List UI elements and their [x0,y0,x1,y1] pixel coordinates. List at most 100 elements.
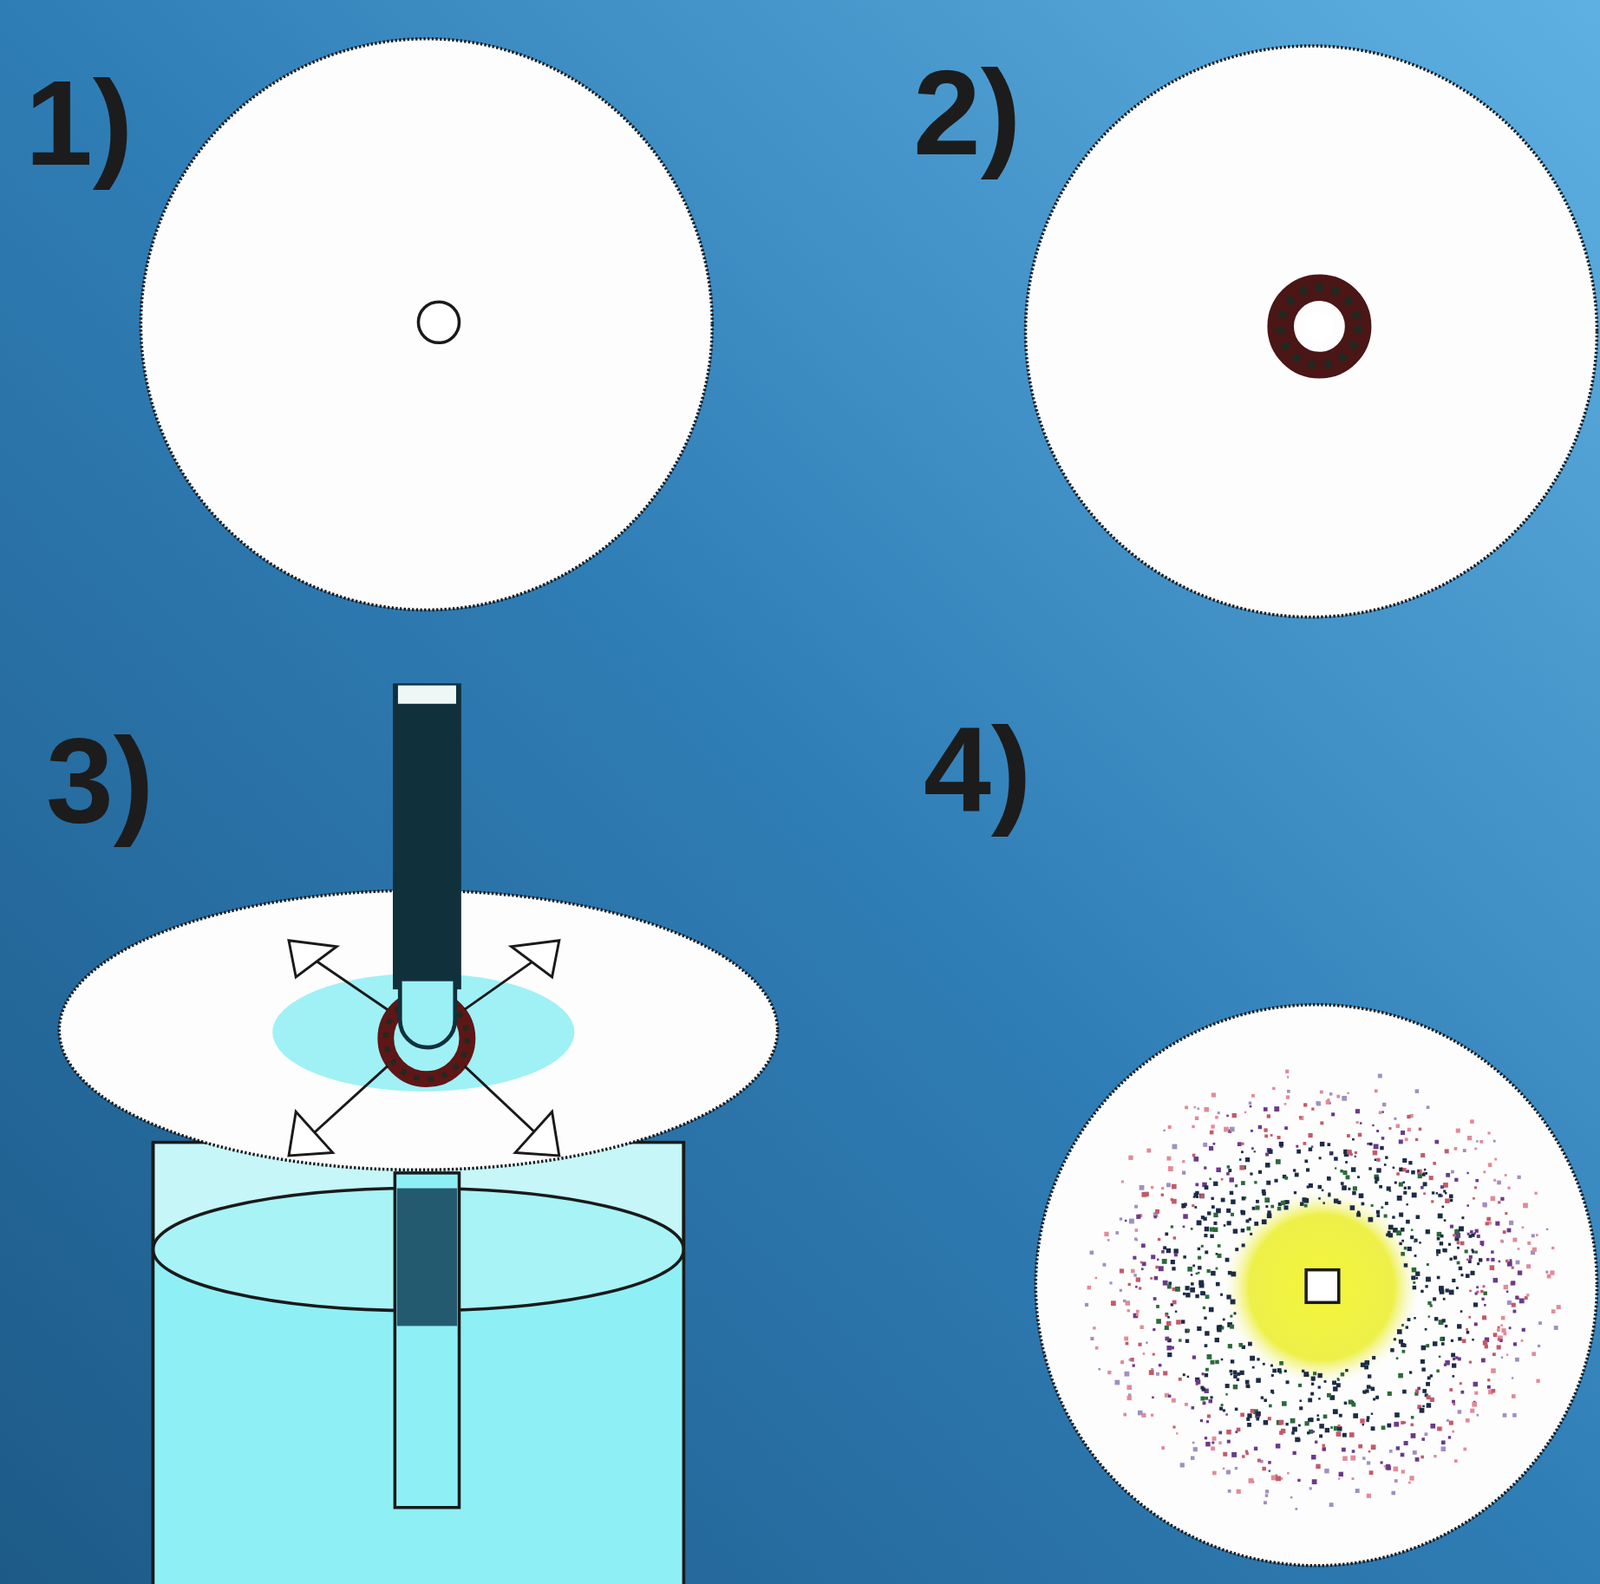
dye-speck [1187,1329,1190,1333]
dye-speck [1210,1124,1215,1129]
dye-speck [1476,1234,1481,1239]
dye-speck [1270,1134,1274,1137]
dye-speck [1150,1254,1156,1260]
dye-speck [1164,1232,1169,1236]
dye-speck [1296,1149,1301,1155]
dye-speck [1379,1146,1384,1150]
dye-speck [1420,1186,1424,1190]
dye-speck [1205,1368,1209,1372]
dye-speck [1184,1329,1189,1334]
dye-speck [1124,1220,1127,1222]
dye-speck [1482,1340,1489,1346]
dye-speck [1535,1379,1540,1384]
dye-speck [1315,1464,1320,1470]
dye-speck [1507,1300,1512,1306]
dye-speck [1132,1364,1136,1367]
dye-speck [1229,1315,1233,1319]
dye-speck [1396,1230,1402,1236]
dye-speck [1297,1479,1300,1483]
dye-speck [1462,1338,1467,1344]
dye-speck [1234,1430,1238,1434]
dye-speck [1286,1095,1290,1099]
dye-speck [1374,1176,1379,1182]
dye-speck [1121,1180,1124,1183]
dye-speck [1223,1224,1227,1228]
dye-speck [1444,1325,1448,1328]
dye-speck [1407,1128,1411,1132]
dye-speck [1444,1192,1447,1195]
dye-speck [1240,1228,1245,1233]
dye-speck [1534,1192,1537,1196]
dye-speck [1498,1260,1502,1264]
dye-speck [1429,1175,1434,1181]
dye-speck [1290,1418,1296,1424]
dye-speck [1366,1142,1370,1146]
dye-speck [1102,1263,1106,1267]
dye-speck [1270,1364,1274,1368]
dye-speck [1375,1396,1379,1400]
dye-speck [1427,1301,1431,1306]
dye-speck [1197,1272,1201,1275]
dye-speck [1234,1312,1237,1315]
dye-speck [1267,1461,1272,1465]
dye-speck [1212,1471,1217,1476]
dye-speck [1196,1326,1202,1332]
dye-speck [1545,1271,1548,1274]
dye-speck [1442,1206,1445,1209]
dye-speck [1216,1253,1222,1259]
dye-speck [1426,1105,1431,1110]
dye-speck [1142,1352,1146,1356]
dye-speck [1092,1326,1096,1330]
dye-speck [1155,1266,1159,1270]
dye-speck [1303,1103,1307,1107]
dye-speck [1204,1331,1209,1336]
dye-speck [1304,1159,1308,1163]
dye-speck [1192,1355,1196,1359]
dye-speck [1442,1319,1446,1323]
dye-speck [1133,1273,1137,1277]
dye-speck [1171,1266,1176,1271]
dye-speck [1325,1100,1331,1105]
dye-speck [1327,1192,1331,1196]
dye-speck [1280,1429,1286,1434]
dye-speck [1456,1324,1462,1329]
dye-speck [1422,1405,1424,1408]
dye-speck [1457,1410,1463,1415]
dye-speck [1152,1353,1156,1357]
dye-speck [1384,1155,1388,1159]
dye-speck [1212,1436,1217,1442]
dye-speck [1168,1281,1172,1286]
dye-speck [1277,1207,1282,1212]
dye-speck [1172,1425,1176,1429]
dye-speck [1376,1158,1380,1163]
dye-speck [1263,1501,1267,1505]
dye-speck [1489,1265,1496,1271]
dye-speck [1162,1371,1168,1376]
dye-speck [1506,1353,1509,1356]
dye-speck [1312,1479,1318,1485]
dye-speck [1158,1364,1163,1368]
dye-speck [1280,1201,1286,1206]
dye-speck [1501,1316,1506,1321]
dye-speck [1430,1200,1434,1203]
dye-speck [1425,1344,1430,1348]
dye-speck [1403,1191,1407,1196]
dye-speck [1136,1310,1140,1314]
dye-speck [1170,1260,1176,1265]
dye-speck [1208,1178,1211,1181]
dye-speck [1416,1214,1421,1220]
dye-speck [1293,1451,1297,1456]
dye-speck [1253,1150,1256,1153]
dye-speck [1476,1262,1480,1266]
dye-speck [1449,1258,1452,1261]
dye-speck [1139,1185,1145,1191]
dye-speck [1329,1092,1333,1097]
dye-speck [1443,1298,1446,1301]
dye-speck [1486,1217,1491,1222]
dye-speck [1374,1158,1378,1162]
dye-speck [1161,1446,1165,1450]
dye-speck [1230,1299,1236,1306]
dye-speck [1271,1475,1277,1481]
dye-speck [1123,1371,1130,1378]
dye-speck [1326,1176,1331,1181]
